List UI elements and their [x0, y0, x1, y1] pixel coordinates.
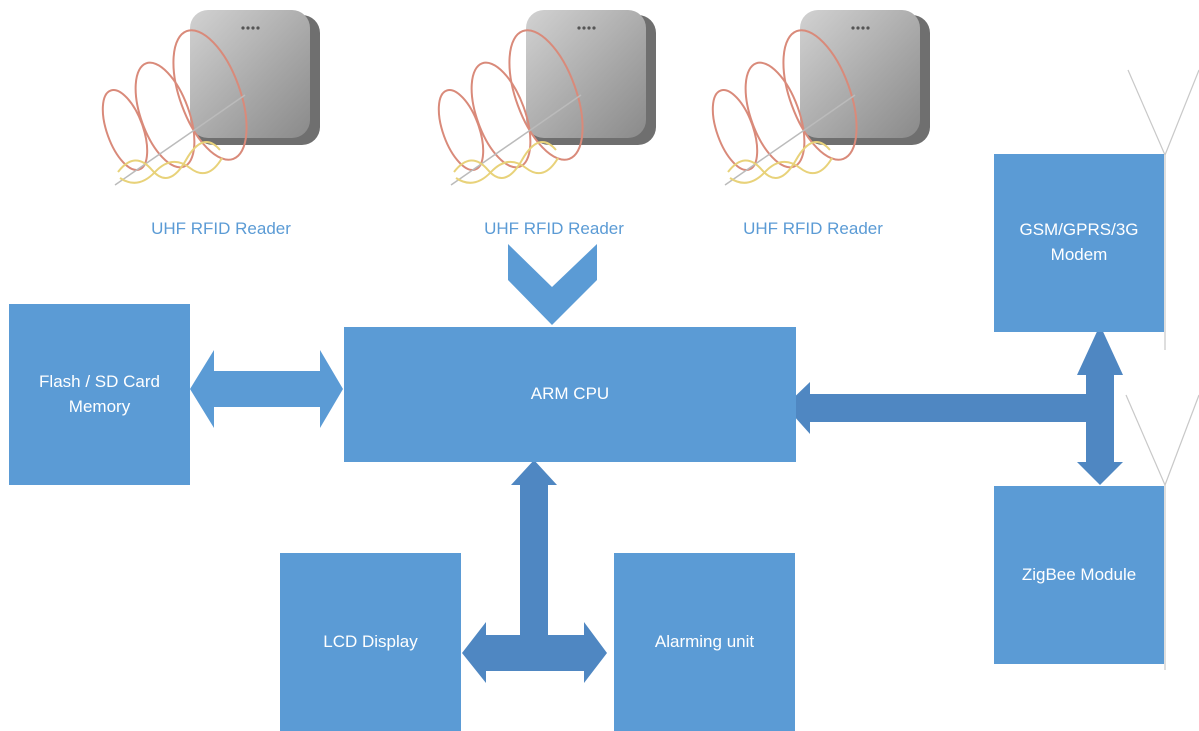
rfid-reader-3-icon: [711, 10, 930, 186]
lcd-display-block: LCD Display: [280, 553, 461, 731]
arm-cpu-block: ARM CPU: [344, 327, 796, 462]
reader-to-cpu-arrow: [508, 244, 597, 325]
lcd-display-label: LCD Display: [323, 631, 418, 651]
rfid-reader-2-icon: [437, 10, 656, 186]
modem-antenna-icon: [1127, 69, 1199, 350]
zigbee-antenna-icon: [1125, 394, 1199, 670]
rfid-reader-3-label: UHF RFID Reader: [743, 219, 883, 238]
comm-bus-arrow: [785, 325, 1123, 485]
rfid-reader-1-icon: [101, 10, 320, 186]
rfid-reader-1-label: UHF RFID Reader: [151, 219, 291, 238]
zigbee-block: ZigBee Module: [994, 486, 1164, 664]
memory-cpu-double-arrow: [190, 350, 343, 428]
rfid-reader-2-label: UHF RFID Reader: [484, 219, 624, 238]
memory-label: Flash / SD Card Memory: [39, 371, 160, 416]
alarming-unit-label: Alarming unit: [654, 631, 755, 651]
modem-label: GSM/GPRS/3G Modem: [1019, 220, 1139, 264]
alarming-unit-block: Alarming unit: [614, 553, 795, 731]
cpu-peripheral-bus-arrow: [462, 460, 607, 683]
arm-cpu-label: ARM CPU: [530, 384, 610, 404]
memory-block: Flash / SD Card Memory: [9, 304, 190, 485]
zigbee-label: ZigBee Module: [1021, 564, 1137, 584]
modem-block: GSM/GPRS/3G Modem: [994, 154, 1164, 332]
